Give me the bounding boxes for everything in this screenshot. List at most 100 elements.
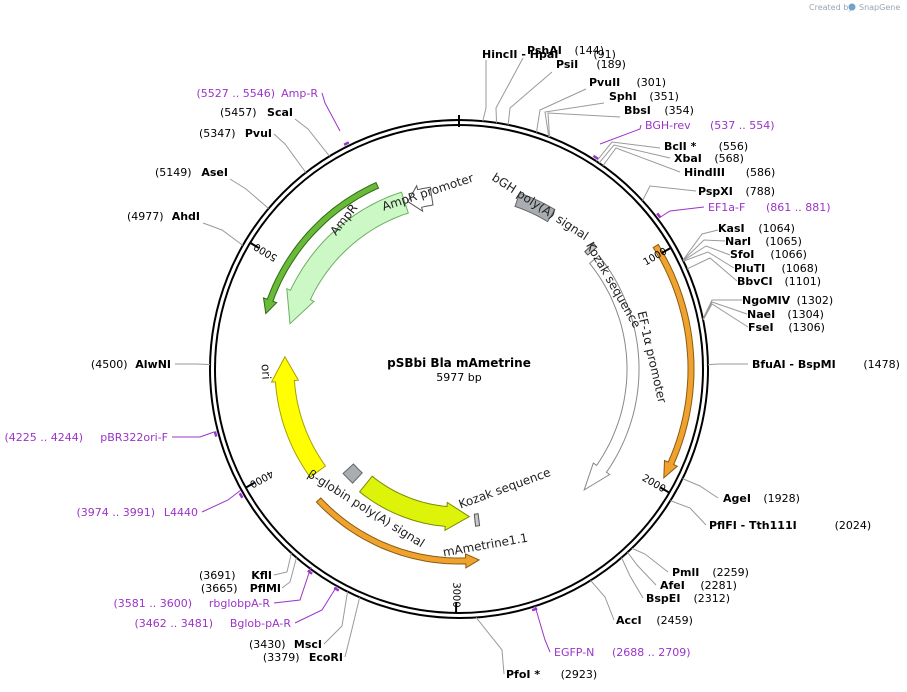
primer-pbr322ori-f[interactable]: pBR322ori-F(4225 .. 4244) [4, 431, 218, 444]
site-agei[interactable]: AgeI(1928) [682, 478, 800, 505]
site-name: SfoI [730, 248, 754, 261]
feature-mametrine[interactable] [358, 475, 471, 532]
site-xbai[interactable]: XbaI(568) [598, 144, 744, 165]
label-kozak-1: Kozak sequence [583, 240, 644, 331]
site-name: PspXI [698, 185, 733, 198]
site-leader-line [702, 301, 748, 320]
primer-range: (5527 .. 5546) [196, 87, 275, 100]
primer-egfp-n[interactable]: EGFP-N(2688 .. 2709) [531, 605, 691, 659]
site-position: (3430) [249, 638, 286, 651]
site-name: KflI [251, 569, 272, 582]
site-leader-line [686, 257, 738, 282]
site-pvui[interactable]: PvuI(5347) [199, 127, 307, 173]
site-leader-line [683, 251, 735, 269]
site-pflmi[interactable]: PflMI(3665) [201, 557, 297, 595]
site-name: AgeI [723, 492, 751, 505]
site-leader-line [682, 245, 731, 262]
primer-ef1a-f[interactable]: EF1a-F(861 .. 881) [656, 201, 831, 219]
primer-mark [213, 431, 218, 437]
primer-amp-r[interactable]: Amp-R(5527 .. 5546) [196, 87, 350, 146]
label-kozak-2: Kozak sequence [457, 465, 553, 511]
site-position: (2259) [712, 566, 749, 579]
site-name: XbaI [674, 152, 702, 165]
site-name: EcoRI [309, 651, 343, 664]
primer-l4440[interactable]: L4440(3974 .. 3991) [76, 489, 244, 519]
primer-range: (537 .. 554) [710, 119, 775, 132]
site-bcli[interactable]: BclI *(556) [596, 140, 748, 162]
site-asei[interactable]: AseI(5149) [155, 166, 269, 209]
site-position: (1101) [785, 275, 822, 288]
primer-range: (3974 .. 3991) [76, 506, 155, 519]
site-position: (5347) [199, 127, 236, 140]
site-nari[interactable]: NarI(1065) [682, 235, 802, 261]
site-leader-line [281, 557, 297, 589]
site-fsei[interactable]: FseI(1306) [702, 303, 825, 334]
site-leader-line [535, 88, 587, 133]
site-leader-line [682, 229, 719, 261]
primer-name: EGFP-N [554, 646, 594, 659]
site-position: (189) [596, 58, 626, 71]
site-alwni[interactable]: AlwNI(4500) [91, 358, 211, 371]
site-sphi[interactable]: SphI(351) [544, 90, 679, 137]
site-hincii-hpai[interactable]: HincII - HpaI(91) [482, 48, 616, 122]
site-bbsi[interactable]: BbsI(354) [547, 104, 694, 138]
site-pvuii[interactable]: PvuII(301) [535, 76, 666, 133]
feature-bglobin-polya[interactable] [342, 463, 363, 484]
primer-rbglobpa-r[interactable]: rbglobpA-R(3581 .. 3600) [113, 566, 313, 610]
site-bspei[interactable]: BspEI(2312) [621, 557, 731, 605]
site-bfuai-bspmi[interactable]: BfuAI - BspMI(1478) [707, 358, 900, 371]
site-kfli[interactable]: KflI(3691) [199, 553, 292, 582]
site-name: AhdI [172, 210, 200, 223]
site-sfoi[interactable]: SfoI (1066) [682, 245, 807, 262]
site-name: HincII - HpaI [482, 48, 558, 61]
feature-ampr[interactable] [286, 191, 409, 325]
primer-bgh-rev[interactable]: BGH-rev(537 .. 554) [592, 119, 775, 160]
feature-ori[interactable] [270, 355, 327, 478]
primer-leader-line [534, 605, 551, 653]
site-afei[interactable]: AfeI(2281) [627, 551, 737, 592]
tick-label: 4000 [247, 467, 275, 489]
site-position: (1066) [770, 248, 807, 261]
label-ampr-promoter: AmpR promoter [380, 171, 475, 214]
primer-name: Bglob-pA-R [230, 617, 292, 630]
site-naei[interactable]: NaeI(1304) [702, 301, 824, 321]
site-psii[interactable]: PsiI(189) [507, 58, 626, 125]
orf-arrow-bottom [315, 497, 481, 569]
site-leader-line [475, 617, 505, 675]
site-pshai[interactable]: PshAI(144) [495, 44, 604, 123]
site-acci[interactable]: AccI(2459) [590, 580, 693, 627]
site-leader-line [598, 144, 671, 164]
feature-ampr-promoter[interactable] [407, 184, 434, 213]
site-pfoi[interactable]: PfoI *(2923) [475, 617, 597, 681]
feature-ef1a-promoter[interactable] [583, 254, 640, 492]
primer-leader-line [172, 431, 215, 438]
site-msci[interactable]: MscI(3430) [249, 591, 349, 651]
site-pspxi[interactable]: PspXI(788) [642, 185, 775, 201]
site-pmli[interactable]: PmlI(2259) [631, 547, 749, 579]
feature-bgh-polya[interactable] [514, 192, 556, 223]
site-ecori[interactable]: EcoRI(3379) [263, 597, 361, 664]
site-name: BbvCI [737, 275, 773, 288]
feature-kozak-2[interactable] [473, 513, 481, 527]
site-position: (1068) [782, 262, 819, 275]
site-name: AccI [616, 614, 642, 627]
site-position: (1065) [765, 235, 802, 248]
primer-mark [238, 492, 244, 499]
site-pflfi-tth111i[interactable]: PflFI - Tth111I(2024) [670, 500, 871, 532]
site-ngomiv[interactable]: NgoMIV(1302) [702, 294, 833, 320]
site-name: PvuII [589, 76, 620, 89]
feature-kozak-1[interactable] [584, 242, 598, 256]
site-name: AseI [201, 166, 228, 179]
site-ahdi[interactable]: AhdI(4977) [127, 210, 244, 246]
site-hindiii[interactable]: HindIII(586) [602, 147, 775, 179]
site-scai[interactable]: ScaI(5457) [220, 106, 330, 157]
site-bbvci[interactable]: BbvCI (1101) [686, 257, 822, 288]
site-leader-line [482, 60, 487, 122]
primer-bglob-pa-r[interactable]: Bglob-pA-R(3462 .. 3481) [134, 585, 340, 630]
site-pluti[interactable]: PluTI(1068) [683, 251, 819, 275]
site-position: (1304) [787, 308, 824, 321]
site-name: ScaI [267, 106, 293, 119]
site-kasi[interactable]: KasI(1064) [682, 222, 795, 261]
site-name: NgoMIV [742, 294, 791, 307]
